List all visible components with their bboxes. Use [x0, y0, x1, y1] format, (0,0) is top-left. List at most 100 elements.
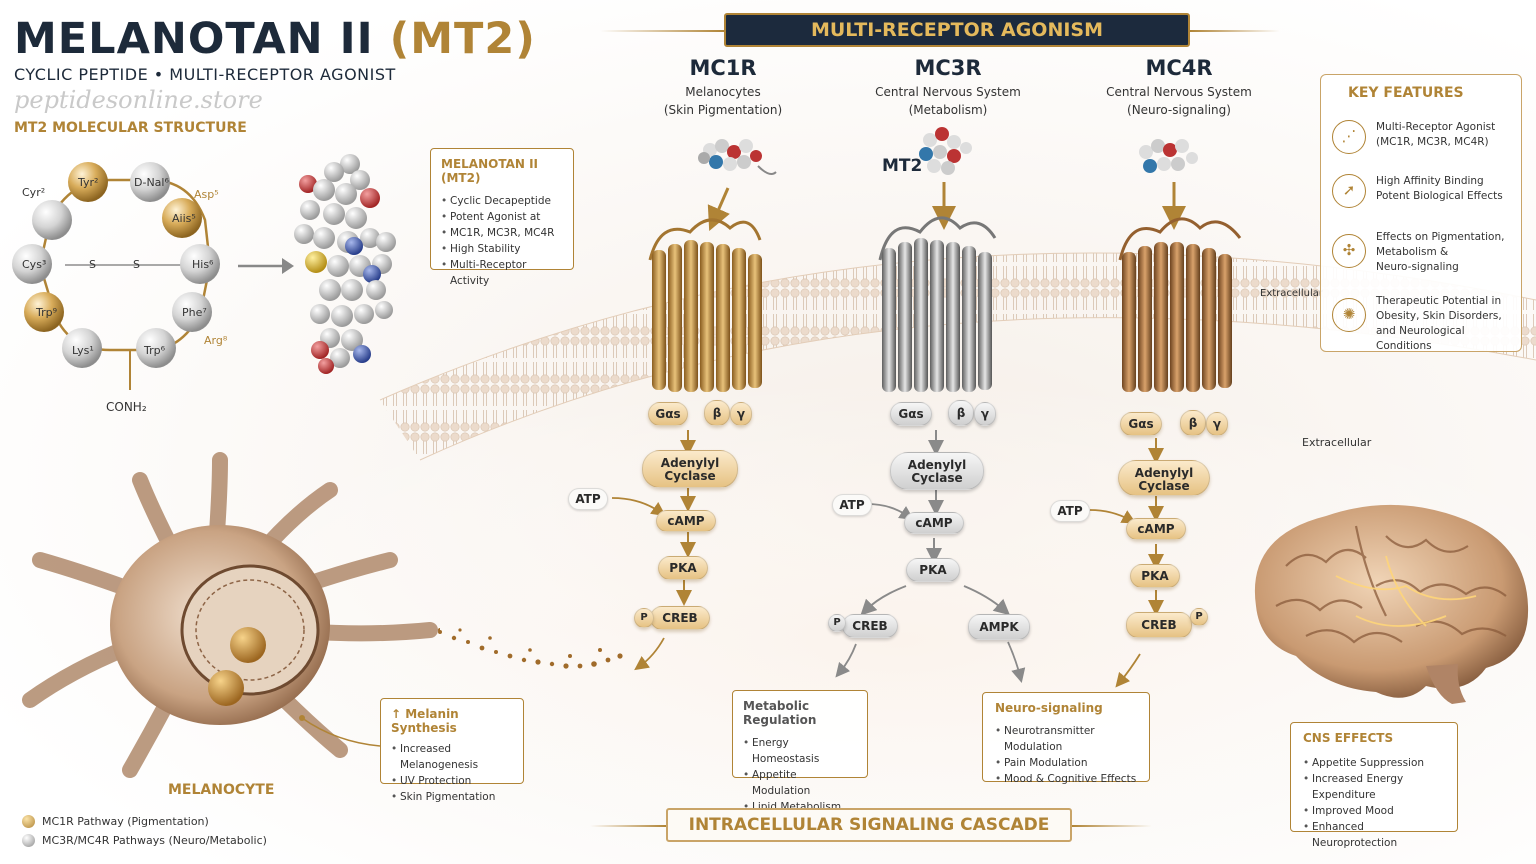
mc3r-desc-line1: Central Nervous System [875, 85, 1021, 99]
mc4r-title: MC4R [1145, 56, 1213, 80]
melanin-pointer [299, 715, 381, 747]
residue-label-cys: Cys³ [22, 258, 47, 271]
residue-trp9 [24, 292, 64, 332]
structure-arrow [238, 258, 294, 274]
extracellular-label-upper: Extracellular [1260, 288, 1323, 299]
residue-label-tyr: Tyr² [78, 176, 99, 189]
key-feature-line: Multi-Receptor Agonist [1376, 121, 1496, 133]
melanocyte-illustration [22, 452, 440, 778]
cns-box-item: Improved Mood [1303, 803, 1445, 819]
mt2-info-item: Cyclic Decapeptide [441, 193, 563, 209]
mc4r-creb: CREB [1126, 612, 1192, 638]
mc3r-galpha: Gαs [890, 402, 932, 426]
brain-illustration [1254, 504, 1529, 704]
residue-label-arg: Arg⁸ [204, 334, 228, 347]
melanin-box-item: UV Protection [391, 773, 513, 789]
ligand-mc3r [919, 127, 972, 175]
key-feature-line: (MC1R, MC3R, MC4R) [1376, 136, 1489, 148]
residue-label-trp9: Trp⁹ [36, 306, 58, 319]
title-accent-text: (MT2) [389, 14, 536, 64]
mc1r-pka: PKA [658, 556, 708, 580]
mt2-info-item: High Stability [441, 241, 563, 257]
cns-box-item: Increased Energy Expenditure [1303, 771, 1445, 803]
mc3r-desc: Central Nervous System (Metabolism) [838, 83, 1058, 119]
key-feature-line: Obesity, Skin Disorders, [1376, 310, 1502, 322]
banner-line-right [1190, 30, 1280, 32]
multi-receptor-banner: MULTI-RECEPTOR AGONISM [724, 13, 1190, 47]
melanin-granule-stream [438, 628, 623, 669]
melanin-box-title: ↑ Melanin Synthesis [391, 707, 459, 735]
gear-icon: ✺ [1332, 298, 1366, 332]
network-icon: ⋰ [1332, 120, 1366, 154]
title-main-text: MELANOTAN II [14, 14, 374, 64]
watermark: peptidesonline.store [14, 86, 263, 114]
mc1r-gbeta: β [704, 400, 730, 426]
mc4r-phospho: P [1190, 608, 1208, 626]
mc4r-pka: PKA [1130, 564, 1180, 588]
metabolic-box-item: Energy Homeostasis [743, 735, 857, 767]
page-title: MELANOTAN II (MT2) [14, 14, 536, 64]
residue-trp6 [136, 328, 176, 368]
mc3r-camp: cAMP [904, 512, 964, 534]
residue-lys [62, 328, 102, 368]
mc4r-ggamma: γ [1206, 412, 1228, 436]
key-features-title: KEY FEATURES [1348, 85, 1464, 101]
mc1r-desc: Melanocytes (Skin Pigmentation) [613, 83, 833, 119]
mc3r-desc-line2: (Metabolism) [908, 103, 988, 117]
key-feature-item: ✣ Effects on Pigmentation,Metabolism &Ne… [1332, 230, 1518, 280]
disulfide-s2: S [133, 258, 140, 271]
mc4r-galpha: Gαs [1120, 412, 1162, 436]
mc3r-title: MC3R [914, 56, 982, 80]
cns-box-title: CNS EFFECTS [1303, 731, 1394, 745]
ligand-mc4r [1139, 139, 1198, 173]
mc1r-galpha: Gαs [648, 402, 688, 426]
mt2-info-box: MELANOTAN II (MT2) Cyclic Decapeptide Po… [430, 148, 574, 287]
mc3r-pka: PKA [906, 558, 960, 582]
mt2-info-item: Multi-Receptor Activity [441, 257, 563, 289]
mc3r-creb: CREB [842, 614, 898, 638]
neuro-box-item: Mood & Cognitive Effects [995, 771, 1137, 787]
mc1r-ggamma: γ [730, 402, 752, 426]
neuro-box-item: Pain Modulation [995, 755, 1137, 771]
extracellular-label-lower: Extracellular [1302, 436, 1372, 449]
mc4r-desc-line2: (Neuro-signaling) [1127, 103, 1231, 117]
residue-dnal [130, 162, 170, 202]
mc3r-ampk: AMPK [968, 614, 1030, 640]
melanin-box-item: Increased Melanogenesis [391, 741, 513, 773]
residue-label-lys: Lys¹ [72, 344, 94, 357]
mc1r-receptor [648, 218, 762, 392]
melanocyte-label: MELANOCYTE [168, 782, 275, 798]
cascade-arrows [611, 430, 1164, 688]
intracellular-cascade-banner: INTRACELLULAR SIGNALING CASCADE [666, 808, 1072, 842]
mt2-info-title: MELANOTAN II (MT2) [441, 157, 539, 185]
key-feature-line: Potent Biological Effects [1376, 190, 1503, 202]
mc4r-adenylyl-cyclase: Adenylyl Cyclase [1118, 460, 1210, 496]
mc4r-desc: Central Nervous System (Neuro-signaling) [1069, 83, 1289, 119]
legend-dot-mc1r [22, 815, 35, 828]
residue-label-his: His⁶ [192, 258, 214, 271]
mc3r-gbeta: β [948, 400, 974, 426]
mc1r-camp: cAMP [656, 510, 716, 532]
residue-label-phe: Phe⁷ [182, 306, 207, 319]
mt2-info-item: MC1R, MC3R, MC4R [441, 225, 563, 241]
mc1r-desc-line2: (Skin Pigmentation) [663, 103, 783, 117]
residue-cyr [32, 200, 72, 240]
residue-phe [172, 292, 212, 332]
mt2-ligand-label: MT2 [882, 156, 923, 176]
key-feature-line: Therapeutic Potential in [1376, 295, 1502, 307]
melanin-synthesis-box: ↑ Melanin Synthesis Increased Melanogene… [380, 698, 524, 805]
mc4r-receptor [1118, 217, 1242, 392]
cns-box-item: Enhanced Neuroprotection [1303, 819, 1445, 851]
cascade-line-right [1072, 825, 1152, 827]
residue-cys [12, 244, 52, 284]
cns-effects-box: CNS EFFECTS Appetite Suppression Increas… [1290, 722, 1458, 849]
legend-dot-mc3r-mc4r [22, 834, 35, 847]
melanin-box-item: Skin Pigmentation [391, 789, 513, 805]
cns-box-item: Appetite Suppression [1303, 755, 1445, 771]
peptide-ring-diagram [12, 162, 220, 390]
mc1r-creb: CREB [650, 606, 710, 630]
residue-tyr [68, 162, 108, 202]
structure-title: MT2 MOLECULAR STRUCTURE [14, 120, 247, 136]
cascade-line-left [590, 825, 666, 827]
c-terminus-label: CONH₂ [106, 400, 147, 414]
